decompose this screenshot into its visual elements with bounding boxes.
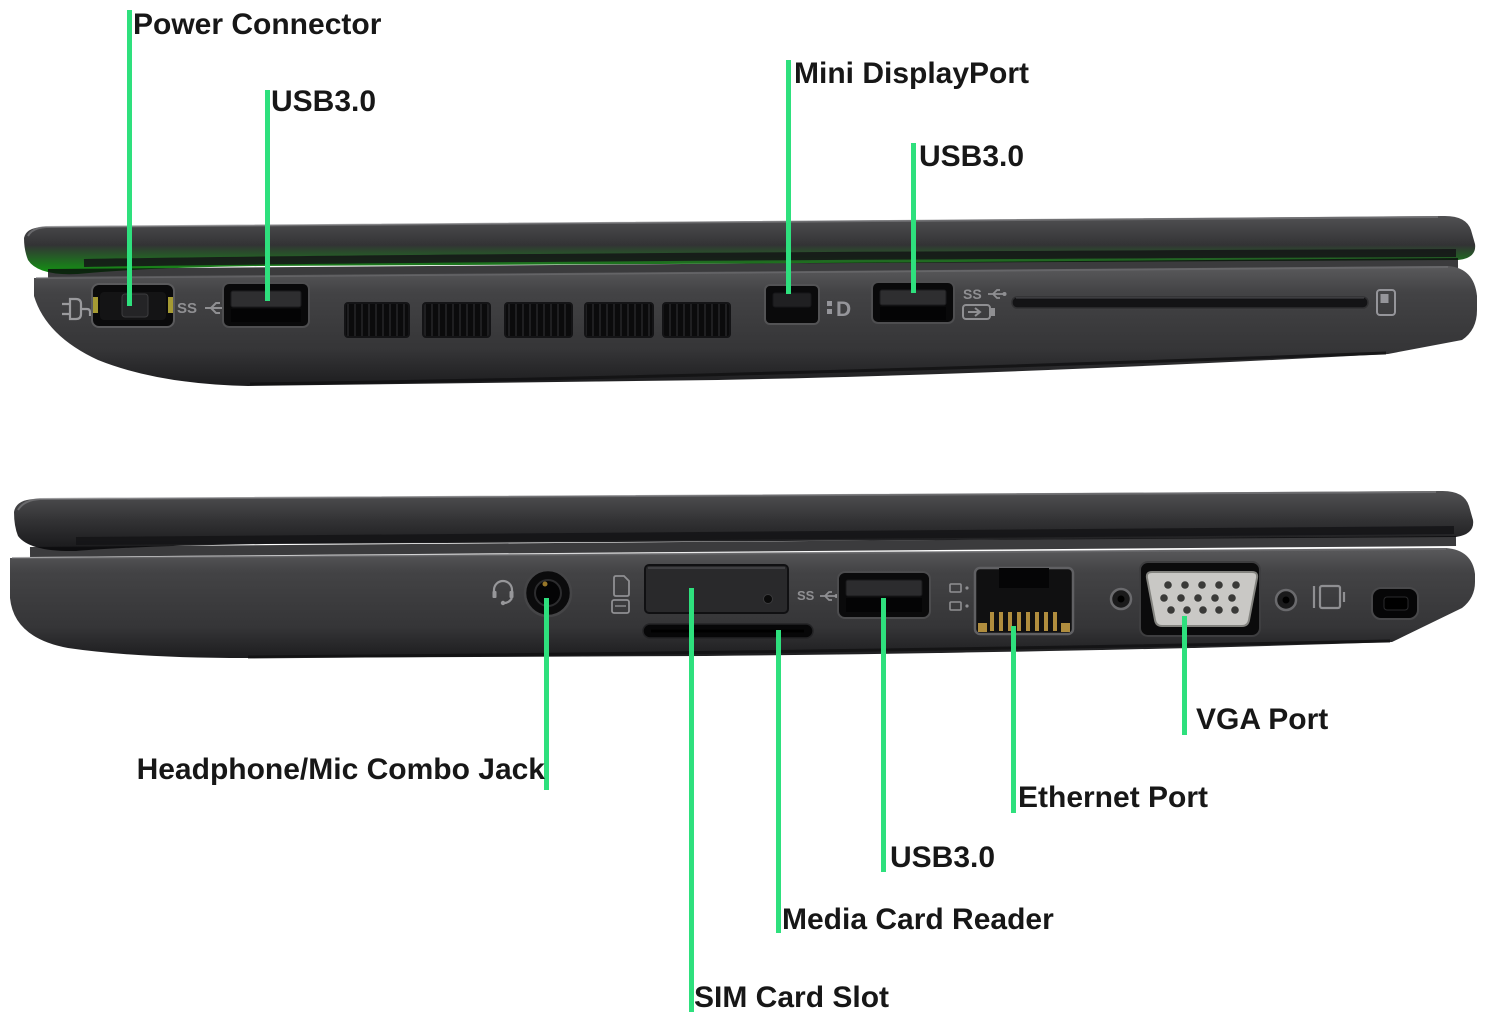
svg-text:SS: SS <box>797 588 815 603</box>
media-card-reader-slot <box>642 623 814 639</box>
smart-card-icon <box>1376 289 1396 316</box>
screw-hole-left <box>1109 587 1133 611</box>
callout-line-vga-port <box>1182 616 1187 735</box>
callout-line-usb3-front-right <box>911 143 916 293</box>
vga-pin-holes <box>1160 581 1240 614</box>
smart-card-slot <box>1011 296 1369 309</box>
vga-port <box>1139 561 1261 637</box>
callout-line-ethernet-port <box>1011 626 1016 813</box>
ethernet-port <box>973 566 1075 636</box>
lid-base-seam <box>29 536 1457 557</box>
lid-base-seam <box>47 258 1459 279</box>
callout-line-usb3-left-edge <box>881 598 886 872</box>
label-media-card-reader: Media Card Reader <box>782 903 1054 936</box>
label-sim-card-slot: SIM Card Slot <box>694 981 890 1014</box>
rj45-pins <box>990 612 1057 631</box>
laptop-front-edge-photo: SS D <box>24 215 1477 386</box>
cooling-vents <box>344 302 731 338</box>
callout-line-power-connector <box>127 10 132 306</box>
sim-eject-hole <box>763 594 773 604</box>
label-power-connector: Power Connector <box>133 8 382 41</box>
callout-line-usb3-front-left <box>265 90 270 301</box>
power-plug-icon <box>62 297 92 321</box>
laptop-left-edge-photo: SS <box>10 490 1475 659</box>
kensington-lock-slot <box>1371 587 1419 620</box>
external-display-icon <box>1312 584 1346 610</box>
headset-icon <box>492 579 514 606</box>
label-vga-port: VGA Port <box>1196 703 1329 736</box>
mini-displayport-port <box>764 284 820 325</box>
lid-edge <box>14 490 1474 552</box>
sim-card-slot-cover <box>644 564 789 614</box>
label-usb3-front-right: USB3.0 <box>919 140 1025 173</box>
battery-charge-icon <box>962 304 995 320</box>
lid-edge <box>24 215 1476 275</box>
svg-text:SS: SS <box>177 300 197 317</box>
usb-ss-charge-icon: SS <box>962 286 1007 320</box>
base-edge <box>34 258 1477 386</box>
sim-card-icon <box>611 575 630 614</box>
callout-line-sim-card-slot <box>689 588 694 1012</box>
svg-text:D: D <box>836 298 851 321</box>
label-usb3-left-edge: USB3.0 <box>890 841 996 874</box>
power-connector-port <box>91 283 175 328</box>
callout-line-headphone-jack <box>544 598 549 790</box>
label-ethernet-port: Ethernet Port <box>1018 781 1209 814</box>
power-pin-right <box>168 297 173 313</box>
callout-line-media-card-reader <box>776 630 781 933</box>
label-usb3-front-left: USB3.0 <box>271 85 377 118</box>
callout-line-mini-displayport <box>786 60 791 294</box>
power-pin-left <box>93 297 98 313</box>
svg-text:SS: SS <box>963 286 982 302</box>
label-headphone-mic-combo-jack: Headphone/Mic Combo Jack <box>136 753 545 786</box>
label-mini-displayport: Mini DisplayPort <box>794 57 1030 90</box>
displayport-icon: D <box>827 298 851 321</box>
rj45-clip-slot <box>999 568 1049 588</box>
network-icon <box>949 583 969 611</box>
screw-hole-right <box>1274 588 1298 612</box>
